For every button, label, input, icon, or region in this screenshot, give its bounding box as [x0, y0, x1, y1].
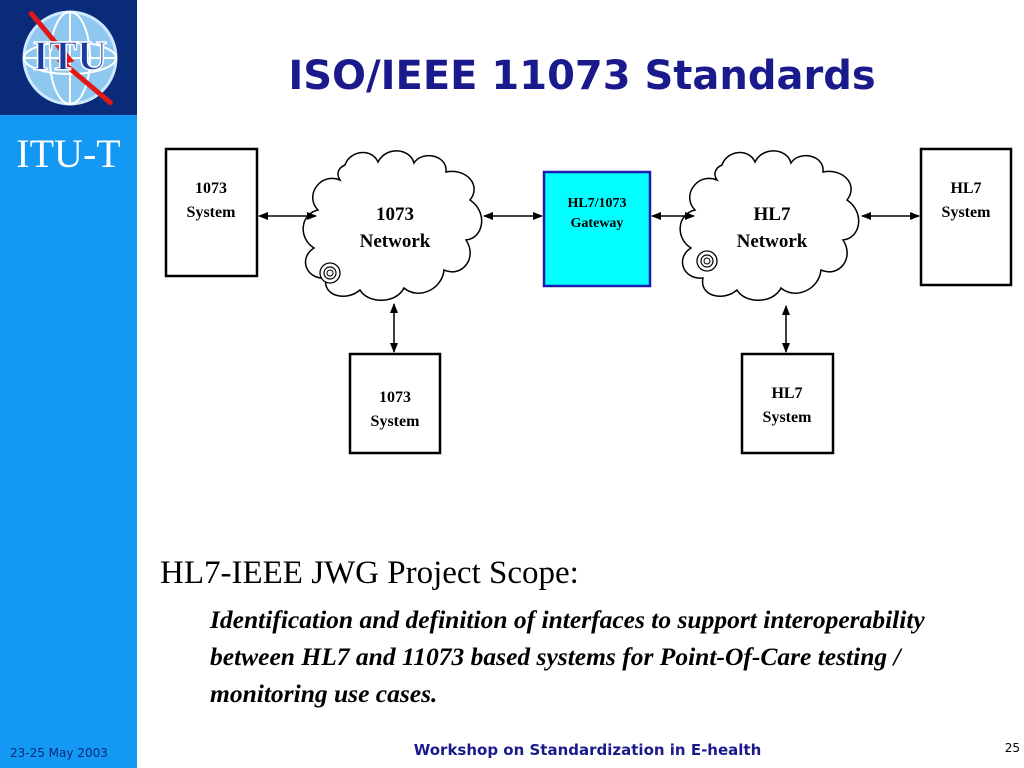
page-number: 25: [1004, 741, 1020, 755]
right-system-line2: System: [942, 204, 992, 221]
1073-network-cloud: 1073 Network: [302, 150, 483, 301]
bottom-1073-system-line2: System: [371, 413, 421, 430]
left-system-line1: 1073: [195, 180, 227, 197]
footer-workshop-title: Workshop on Standardization in E-health: [413, 741, 762, 759]
architecture-diagram: 1073 System 1073 Network HL7/1073 Gatewa…: [164, 147, 1013, 455]
gateway-line1: HL7/1073: [567, 196, 626, 211]
logo-text: ITU: [33, 34, 108, 80]
bottom-hl7-system-box: HL7 System: [740, 352, 835, 455]
scope-body: Identification and definition of interfa…: [210, 605, 925, 708]
hl7-network-cloud: HL7 Network: [679, 150, 860, 301]
org-label: ITU-T: [16, 131, 121, 176]
bottom-1073-system-box: 1073 System: [348, 352, 442, 455]
right-system-line1: HL7: [950, 180, 981, 197]
bottom-hl7-system-line2: System: [763, 409, 813, 426]
gateway-line2: Gateway: [571, 216, 624, 231]
right-hl7-system-box: HL7 System: [919, 147, 1013, 287]
scope-heading: HL7-IEEE JWG Project Scope:: [160, 555, 579, 591]
footer-date: 23-25 May 2003: [10, 746, 108, 760]
1073-network-line1: 1073: [376, 204, 414, 225]
page-title: ISO/IEEE 11073 Standards: [288, 53, 876, 99]
globe-icon: ITU: [22, 10, 118, 106]
1073-network-line2: Network: [360, 231, 431, 252]
hl7-network-line2: Network: [737, 231, 808, 252]
bottom-1073-system-line1: 1073: [379, 389, 411, 406]
left-1073-system-box: 1073 System: [164, 147, 259, 278]
itu-logo: ITU: [0, 0, 137, 115]
hl7-network-line1: HL7: [754, 204, 791, 225]
bottom-hl7-system-line1: HL7: [771, 385, 802, 402]
hl7-1073-gateway-box: HL7/1073 Gateway: [542, 170, 652, 288]
left-system-line2: System: [187, 204, 237, 221]
sidebar: ITU ITU-T 23-25 May 2003: [0, 0, 137, 768]
